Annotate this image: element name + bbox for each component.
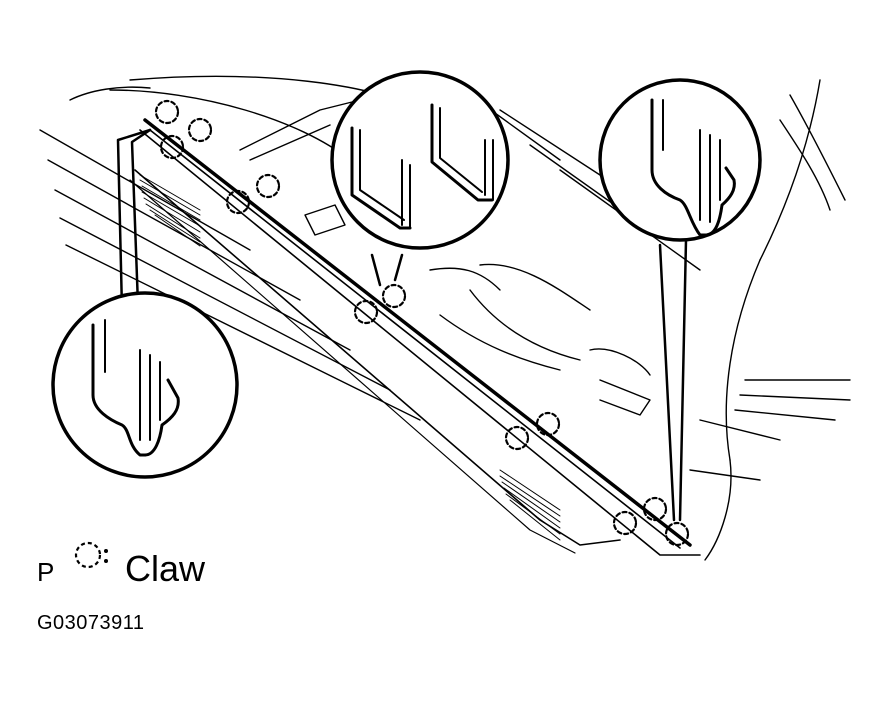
- middle-claw-detail-callout: [330, 70, 510, 287]
- claw-marker: [187, 117, 213, 143]
- claw-marker: [255, 173, 281, 199]
- claw-marker: [664, 521, 690, 547]
- legend-label: Claw: [125, 548, 206, 589]
- claw-marker: [535, 411, 561, 437]
- claw-icon: [74, 541, 108, 569]
- figure-id: G03073911: [37, 612, 145, 634]
- left-claw-detail-callout: [51, 128, 239, 479]
- claw-marker: [381, 283, 407, 309]
- claw-marker: [504, 425, 530, 451]
- claw-marker: [642, 496, 668, 522]
- claw-marker: [225, 189, 251, 215]
- claw-markers: [154, 99, 690, 547]
- claw-marker: [353, 299, 379, 325]
- claw-marker: [159, 134, 185, 160]
- claw-marker: [612, 510, 638, 536]
- right-claw-detail-callout: [598, 78, 762, 522]
- sill-shading: [139, 174, 561, 541]
- legend-prefix: P: [37, 557, 55, 587]
- claw-marker: [154, 99, 180, 125]
